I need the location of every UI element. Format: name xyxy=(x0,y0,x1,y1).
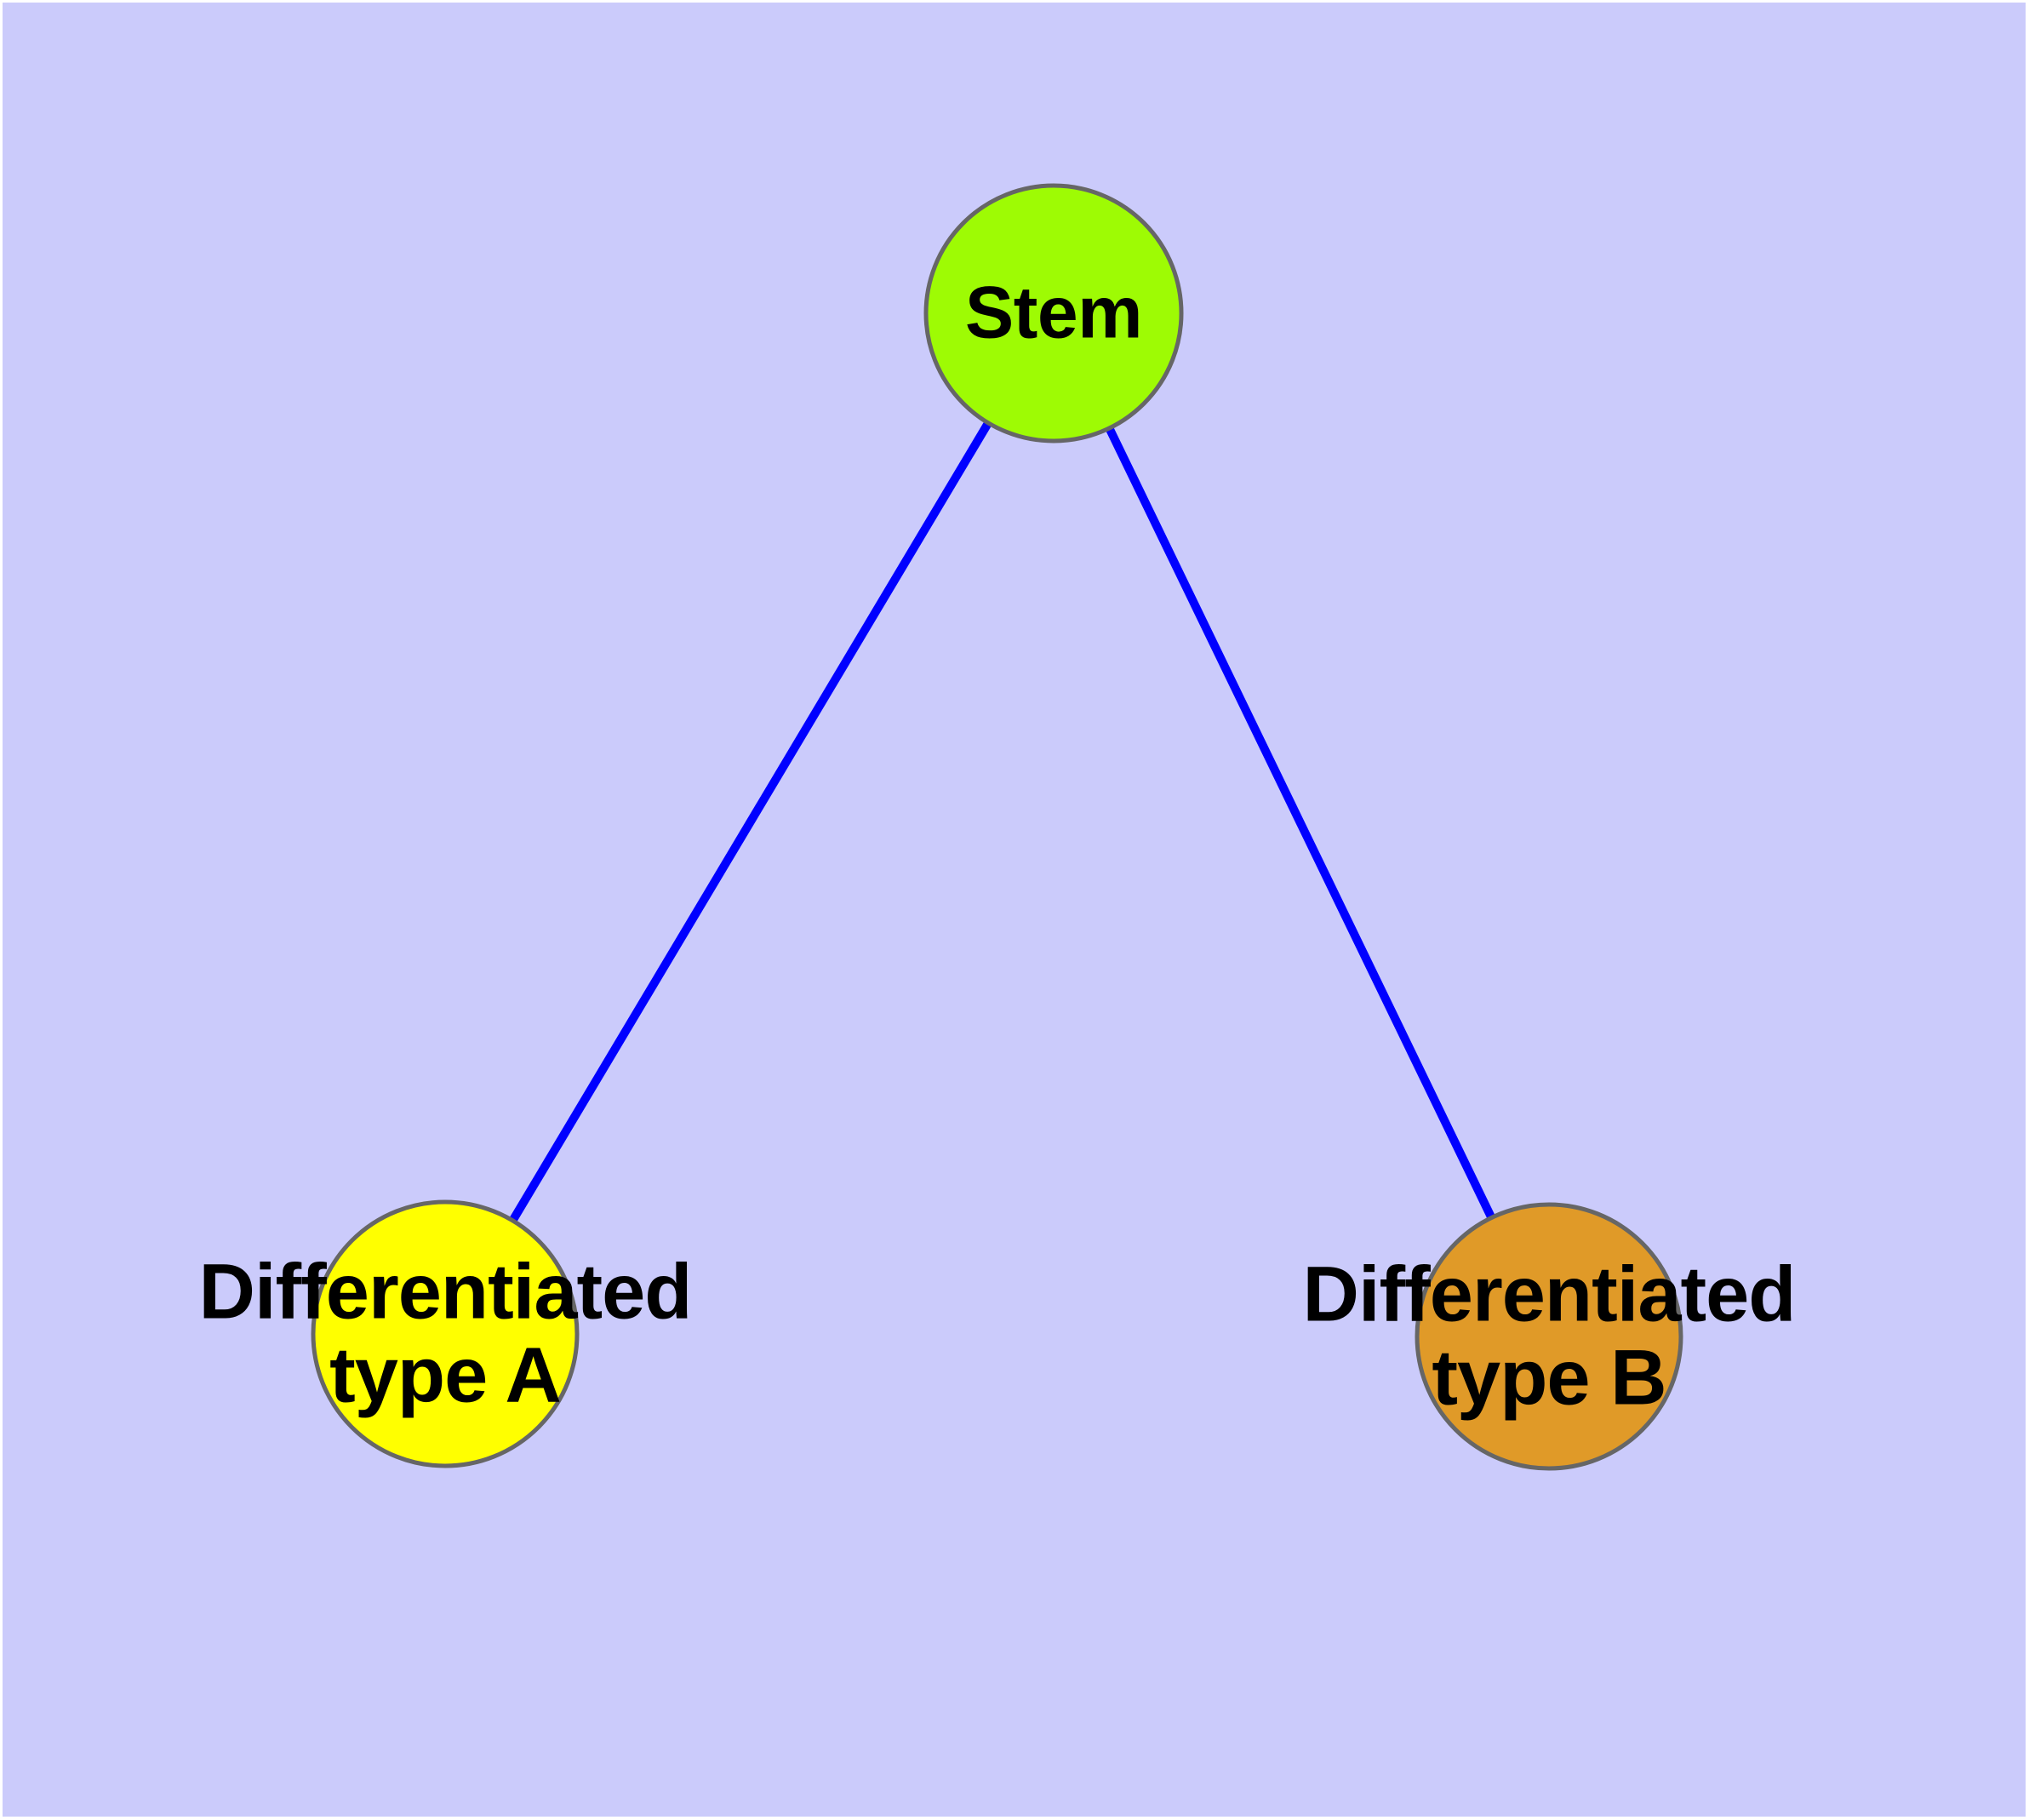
graph-node-diff_b[interactable] xyxy=(1415,1202,1683,1471)
graph-node-stem[interactable] xyxy=(923,183,1184,444)
graph-edge-stem-diff_a xyxy=(508,419,993,1225)
edge-layer xyxy=(508,419,1496,1225)
graph-node-diff_a[interactable] xyxy=(311,1199,580,1468)
graph-edge-stem-diff_b xyxy=(1104,425,1496,1222)
node-layer xyxy=(311,183,1683,1471)
